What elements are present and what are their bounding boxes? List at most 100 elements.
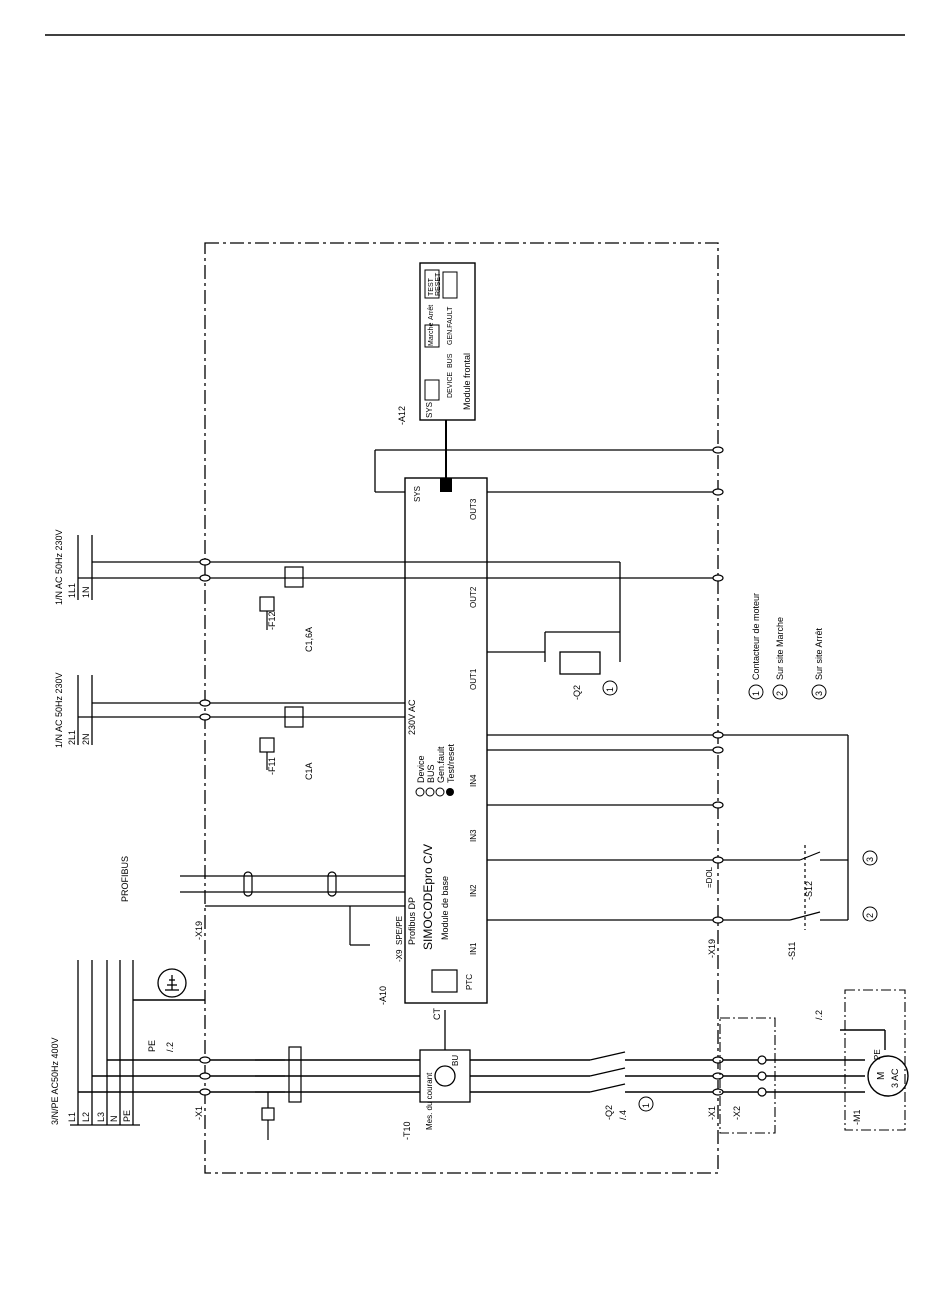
supply1-title: 1/N AC 50Hz 230V xyxy=(54,672,64,748)
q2-legend-mark xyxy=(638,1096,654,1112)
led-genfault: Gen.fault xyxy=(436,746,446,783)
s11-label: -S11 xyxy=(787,942,797,960)
x2-terminals xyxy=(757,1055,767,1097)
s11-legend-mark xyxy=(862,906,878,922)
module-title: SIMOCODEpro C/V xyxy=(421,844,435,950)
a10-label: -A10 xyxy=(378,986,388,1005)
main-supply-labels: 3/N/PE AC50Hz 400V L1 L2 L3 N PE xyxy=(50,1037,132,1125)
x1b-terminals xyxy=(712,1056,724,1096)
supply2-n: 1N xyxy=(81,586,91,598)
aux-terminals xyxy=(199,558,211,721)
profibus-dp: Profibus DP xyxy=(407,897,417,945)
module-leds: Device BUS Gen.fault Test/reset xyxy=(415,743,456,797)
spe-label: SPE/PE xyxy=(395,916,404,945)
motor-block xyxy=(844,989,906,1131)
fr-reset: RESET xyxy=(435,272,442,296)
mes-label: Mes. du courant xyxy=(425,1072,434,1130)
motor-ac: 3 AC xyxy=(890,1068,900,1088)
ptc-label: PTC xyxy=(465,974,474,990)
main-line-l1: L1 xyxy=(67,1112,77,1122)
main-line-l3: L3 xyxy=(96,1112,106,1122)
sys-port xyxy=(440,478,452,492)
x9-label: -X9 xyxy=(395,949,404,962)
supply1-l1: 2L1 xyxy=(67,730,77,745)
in2-label: IN2 xyxy=(469,884,478,897)
fr-test: TEST xyxy=(428,277,435,296)
profibus-lines xyxy=(180,871,405,946)
motor-m: M xyxy=(876,1072,887,1080)
x2-block xyxy=(719,1017,776,1134)
s12-legend-mark xyxy=(862,850,878,866)
supply2-l1: 1L1 xyxy=(67,583,77,598)
legend-num-1: 1 xyxy=(751,691,761,696)
pe-ref: /.2 xyxy=(165,1042,175,1052)
supply1-n: 2N xyxy=(81,733,91,745)
main-line-n: N xyxy=(109,1116,119,1123)
legend-text-2: Sur site Marche xyxy=(775,617,785,680)
out3-label: OUT3 xyxy=(469,498,478,520)
legend-num-2: 2 xyxy=(775,691,785,696)
fr-key1: Marche xyxy=(428,323,435,346)
push-buttons xyxy=(789,845,821,930)
x1-label: -X1 xyxy=(194,1106,204,1120)
front-labels: DEVICE BUS GEN.FAULT Marche Arrêt TEST R… xyxy=(428,272,454,398)
q2-ref: /.4 xyxy=(618,1110,628,1120)
x19-label: -X19 xyxy=(194,921,204,940)
m1-label: -M1 xyxy=(852,1110,862,1126)
frontal-label: Module frontal xyxy=(462,353,472,410)
q2-contacts xyxy=(589,1051,626,1093)
f12-label: -F12 xyxy=(267,611,277,630)
sys-label: SYS xyxy=(413,486,422,502)
earth-symbol xyxy=(157,968,187,998)
ct-port xyxy=(431,969,458,993)
f11-rating: C1A xyxy=(304,762,314,780)
voltage-label: 230V AC xyxy=(407,699,417,735)
current-transformer xyxy=(419,1010,471,1103)
q2-coil-legend-num: 1 xyxy=(605,687,615,692)
motor-pe: PE xyxy=(873,1049,882,1060)
led-bus: BUS xyxy=(426,764,436,783)
supply2-title: 1/N AC 50Hz 230V xyxy=(54,529,64,605)
ct-bu: BU xyxy=(451,1055,460,1066)
led-device: Device xyxy=(416,755,426,783)
sys2-label: SYS xyxy=(425,402,434,418)
q2-coil-legend-mark xyxy=(602,680,618,696)
a12-label: -A12 xyxy=(397,406,407,425)
x19b-label: -X19 xyxy=(707,939,717,958)
main-line-pe: PE xyxy=(122,1110,132,1122)
legend: 1 Contacteur de moteur 2 Sur site Marche… xyxy=(748,593,827,700)
f12-rating: C1,6A xyxy=(304,627,314,652)
s12-legend-num: 3 xyxy=(865,857,875,862)
in1-label: IN1 xyxy=(469,942,478,955)
ct-label: CT xyxy=(432,1008,442,1020)
main-supply-title: 3/N/PE AC50Hz 400V xyxy=(50,1037,60,1125)
main-breaker xyxy=(255,1046,302,1140)
f11-label: -F11 xyxy=(267,757,277,775)
dol-label: =DOL xyxy=(705,866,714,888)
fuse-f11 xyxy=(259,706,304,770)
s12-label: -S12 xyxy=(804,881,814,900)
legend-text-1: Contacteur de moteur xyxy=(751,593,761,680)
s11-legend-num: 2 xyxy=(865,913,875,918)
module-sub: Module de base xyxy=(440,876,450,940)
front-module xyxy=(419,262,476,421)
front-indicators xyxy=(424,269,458,401)
fr-bus: BUS xyxy=(447,353,454,368)
q2-legend-num: 1 xyxy=(641,1103,651,1108)
main-line-l2: L2 xyxy=(81,1112,91,1122)
profibus-label: PROFIBUS xyxy=(120,856,130,902)
x19b-terminals xyxy=(712,446,724,924)
module-io-labels: IN1 IN2 IN3 IN4 OUT1 OUT2 OUT3 xyxy=(469,498,478,955)
fuse-f12 xyxy=(259,566,304,630)
in4-label: IN4 xyxy=(469,774,478,787)
pe-label: PE xyxy=(147,1040,157,1052)
output-wiring xyxy=(374,449,849,921)
main-supply-rails xyxy=(70,960,140,1126)
q2-coil-label: -Q2 xyxy=(572,685,582,700)
led-testreset: Test/reset xyxy=(446,743,456,783)
fr-genfault: GEN.FAULT xyxy=(447,306,454,345)
t10-label: -T10 xyxy=(402,1121,412,1140)
fr-device: DEVICE xyxy=(447,372,454,398)
motor-symbol xyxy=(867,1055,909,1097)
